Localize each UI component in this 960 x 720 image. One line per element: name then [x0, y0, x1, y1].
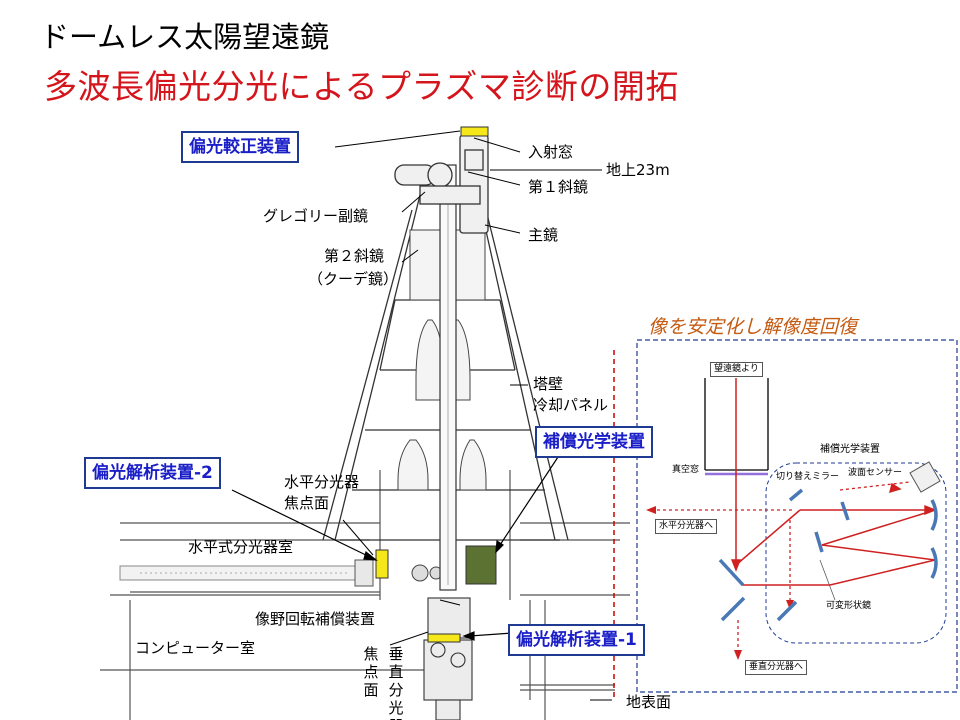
vertical-spectrograph	[423, 597, 473, 720]
label-vspec-vertical: 垂直分光器	[388, 645, 404, 720]
pointer-arrows	[231, 453, 561, 641]
telescope-tube	[439, 164, 457, 591]
label-first-mirror: 第１斜鏡	[528, 178, 589, 196]
label-ground-surface: 地表面	[626, 693, 672, 711]
label-entrance-window: 入射窓	[528, 143, 574, 161]
analyzer1-marker	[427, 633, 461, 643]
ao-marker	[465, 545, 497, 585]
label-ground-height: 地上23m	[606, 161, 670, 179]
calibration-marker	[460, 126, 489, 137]
inset-tip-tilt: 切り替えミラー	[776, 472, 840, 482]
label-computer-room: コンピューター室	[135, 639, 256, 657]
inset-vacuum-window: 真空窓	[672, 465, 700, 475]
label-second-mirror: 第２斜鏡	[324, 247, 385, 265]
dm-leader	[819, 559, 836, 601]
beam-arrows	[730, 482, 937, 572]
label-cooling-panel: 冷却パネル	[533, 396, 609, 414]
label-gregory: グレゴリー副鏡	[263, 207, 369, 225]
dotted-arrowheads	[646, 506, 794, 660]
box-polarization-calibration: 偏光較正装置	[181, 131, 299, 163]
label-coude: （クーデ鏡）	[308, 270, 399, 288]
analyzer2-marker	[375, 549, 389, 579]
inset-ao-title: 補償光学装置	[820, 444, 880, 455]
inset-caption: 像を安定化し解像度回復	[648, 316, 858, 338]
inset-from-telescope: 望遠鏡より	[710, 362, 763, 377]
inset-to-hspec: 水平分光器へ	[655, 519, 718, 534]
inset-deformable-mirror: 可変形状鏡	[826, 601, 872, 611]
ao-enclosure	[765, 462, 947, 644]
label-derotator: 像野回転補償装置	[255, 610, 376, 628]
tower-internals	[397, 229, 487, 491]
page-subtitle: 多波長偏光分光によるプラズマ診断の開拓	[44, 67, 679, 106]
building-outline	[100, 470, 630, 720]
horizontal-spectrograph	[119, 559, 443, 587]
leader-lines	[334, 130, 612, 701]
label-tower-wall: 塔壁	[533, 375, 564, 393]
dotted-beams	[650, 481, 911, 655]
label-hspec-room: 水平式分光器室	[188, 538, 294, 556]
inset-wavefront-sensor: 波面センサー	[848, 468, 903, 478]
inset-to-vspec: 垂直分光器へ	[745, 660, 808, 675]
inset-frame	[636, 339, 958, 693]
box-polarization-analyzer-2: 偏光解析装置-2	[84, 457, 221, 489]
label-hspec-2: 焦点面	[284, 494, 330, 512]
box-adaptive-optics: 補償光学装置	[535, 426, 653, 458]
telescope-head	[394, 134, 489, 234]
box-polarization-analyzer-1: 偏光解析装置-1	[508, 624, 645, 656]
label-primary: 主鏡	[528, 226, 559, 244]
label-hspec-1: 水平分光器	[284, 473, 360, 491]
inset-mirrors	[718, 488, 938, 622]
beam-path	[735, 378, 936, 586]
page-title: ドームレス太陽望遠鏡	[40, 20, 330, 54]
wavefront-sensor-box	[909, 461, 941, 493]
label-focus-vertical: 焦点面	[363, 645, 379, 699]
